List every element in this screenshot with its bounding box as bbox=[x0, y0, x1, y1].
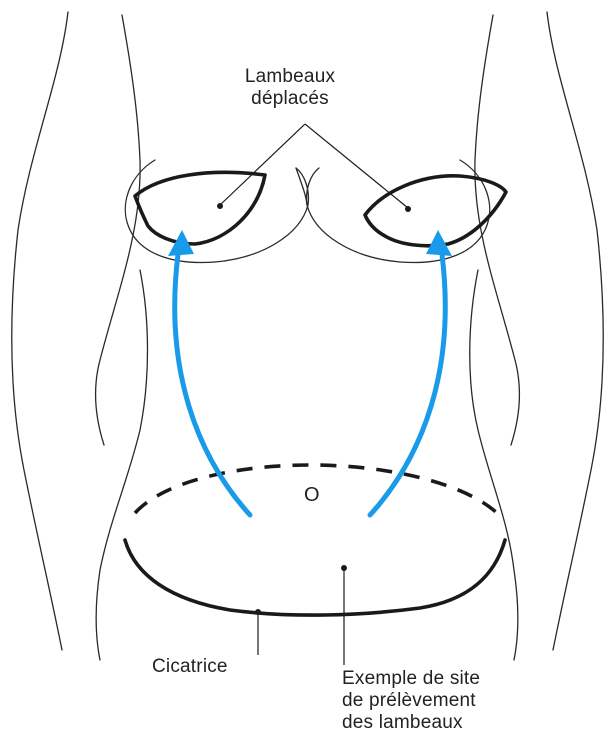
flaps-label: Lambeaux déplacés bbox=[205, 66, 375, 110]
left-inner-arm-outline bbox=[96, 15, 140, 445]
flaps-leader-right bbox=[305, 124, 408, 208]
left-flap bbox=[135, 172, 265, 244]
flaps-leader-left bbox=[220, 124, 305, 205]
right-inner-arm-outline bbox=[475, 15, 519, 445]
site-leader-dot bbox=[341, 565, 347, 571]
donor-site-label-line3: des lambeaux bbox=[342, 712, 480, 734]
flaps-leader-dot-left bbox=[217, 203, 223, 209]
donor-site-label-line2: de prélèvement bbox=[342, 690, 480, 712]
left-breast-outline bbox=[125, 160, 308, 263]
right-arm-outline bbox=[547, 12, 603, 650]
scar-label: Cicatrice bbox=[152, 656, 228, 678]
donor-site-label-line1: Exemple de site bbox=[342, 668, 480, 690]
left-torso-outline bbox=[96, 270, 147, 660]
lower-incision-scar bbox=[125, 540, 505, 615]
right-torso-outline bbox=[470, 270, 518, 660]
flaps-label-line1: Lambeaux bbox=[205, 66, 375, 88]
donor-site-label: Exemple de site de prélèvement des lambe… bbox=[342, 668, 480, 734]
flaps-leader-dot-right bbox=[405, 206, 411, 212]
flaps-label-line2: déplacés bbox=[205, 88, 375, 110]
left-arm-outline bbox=[12, 12, 68, 650]
navel-marker: O bbox=[304, 484, 320, 506]
scar-leader-dot bbox=[255, 609, 261, 615]
